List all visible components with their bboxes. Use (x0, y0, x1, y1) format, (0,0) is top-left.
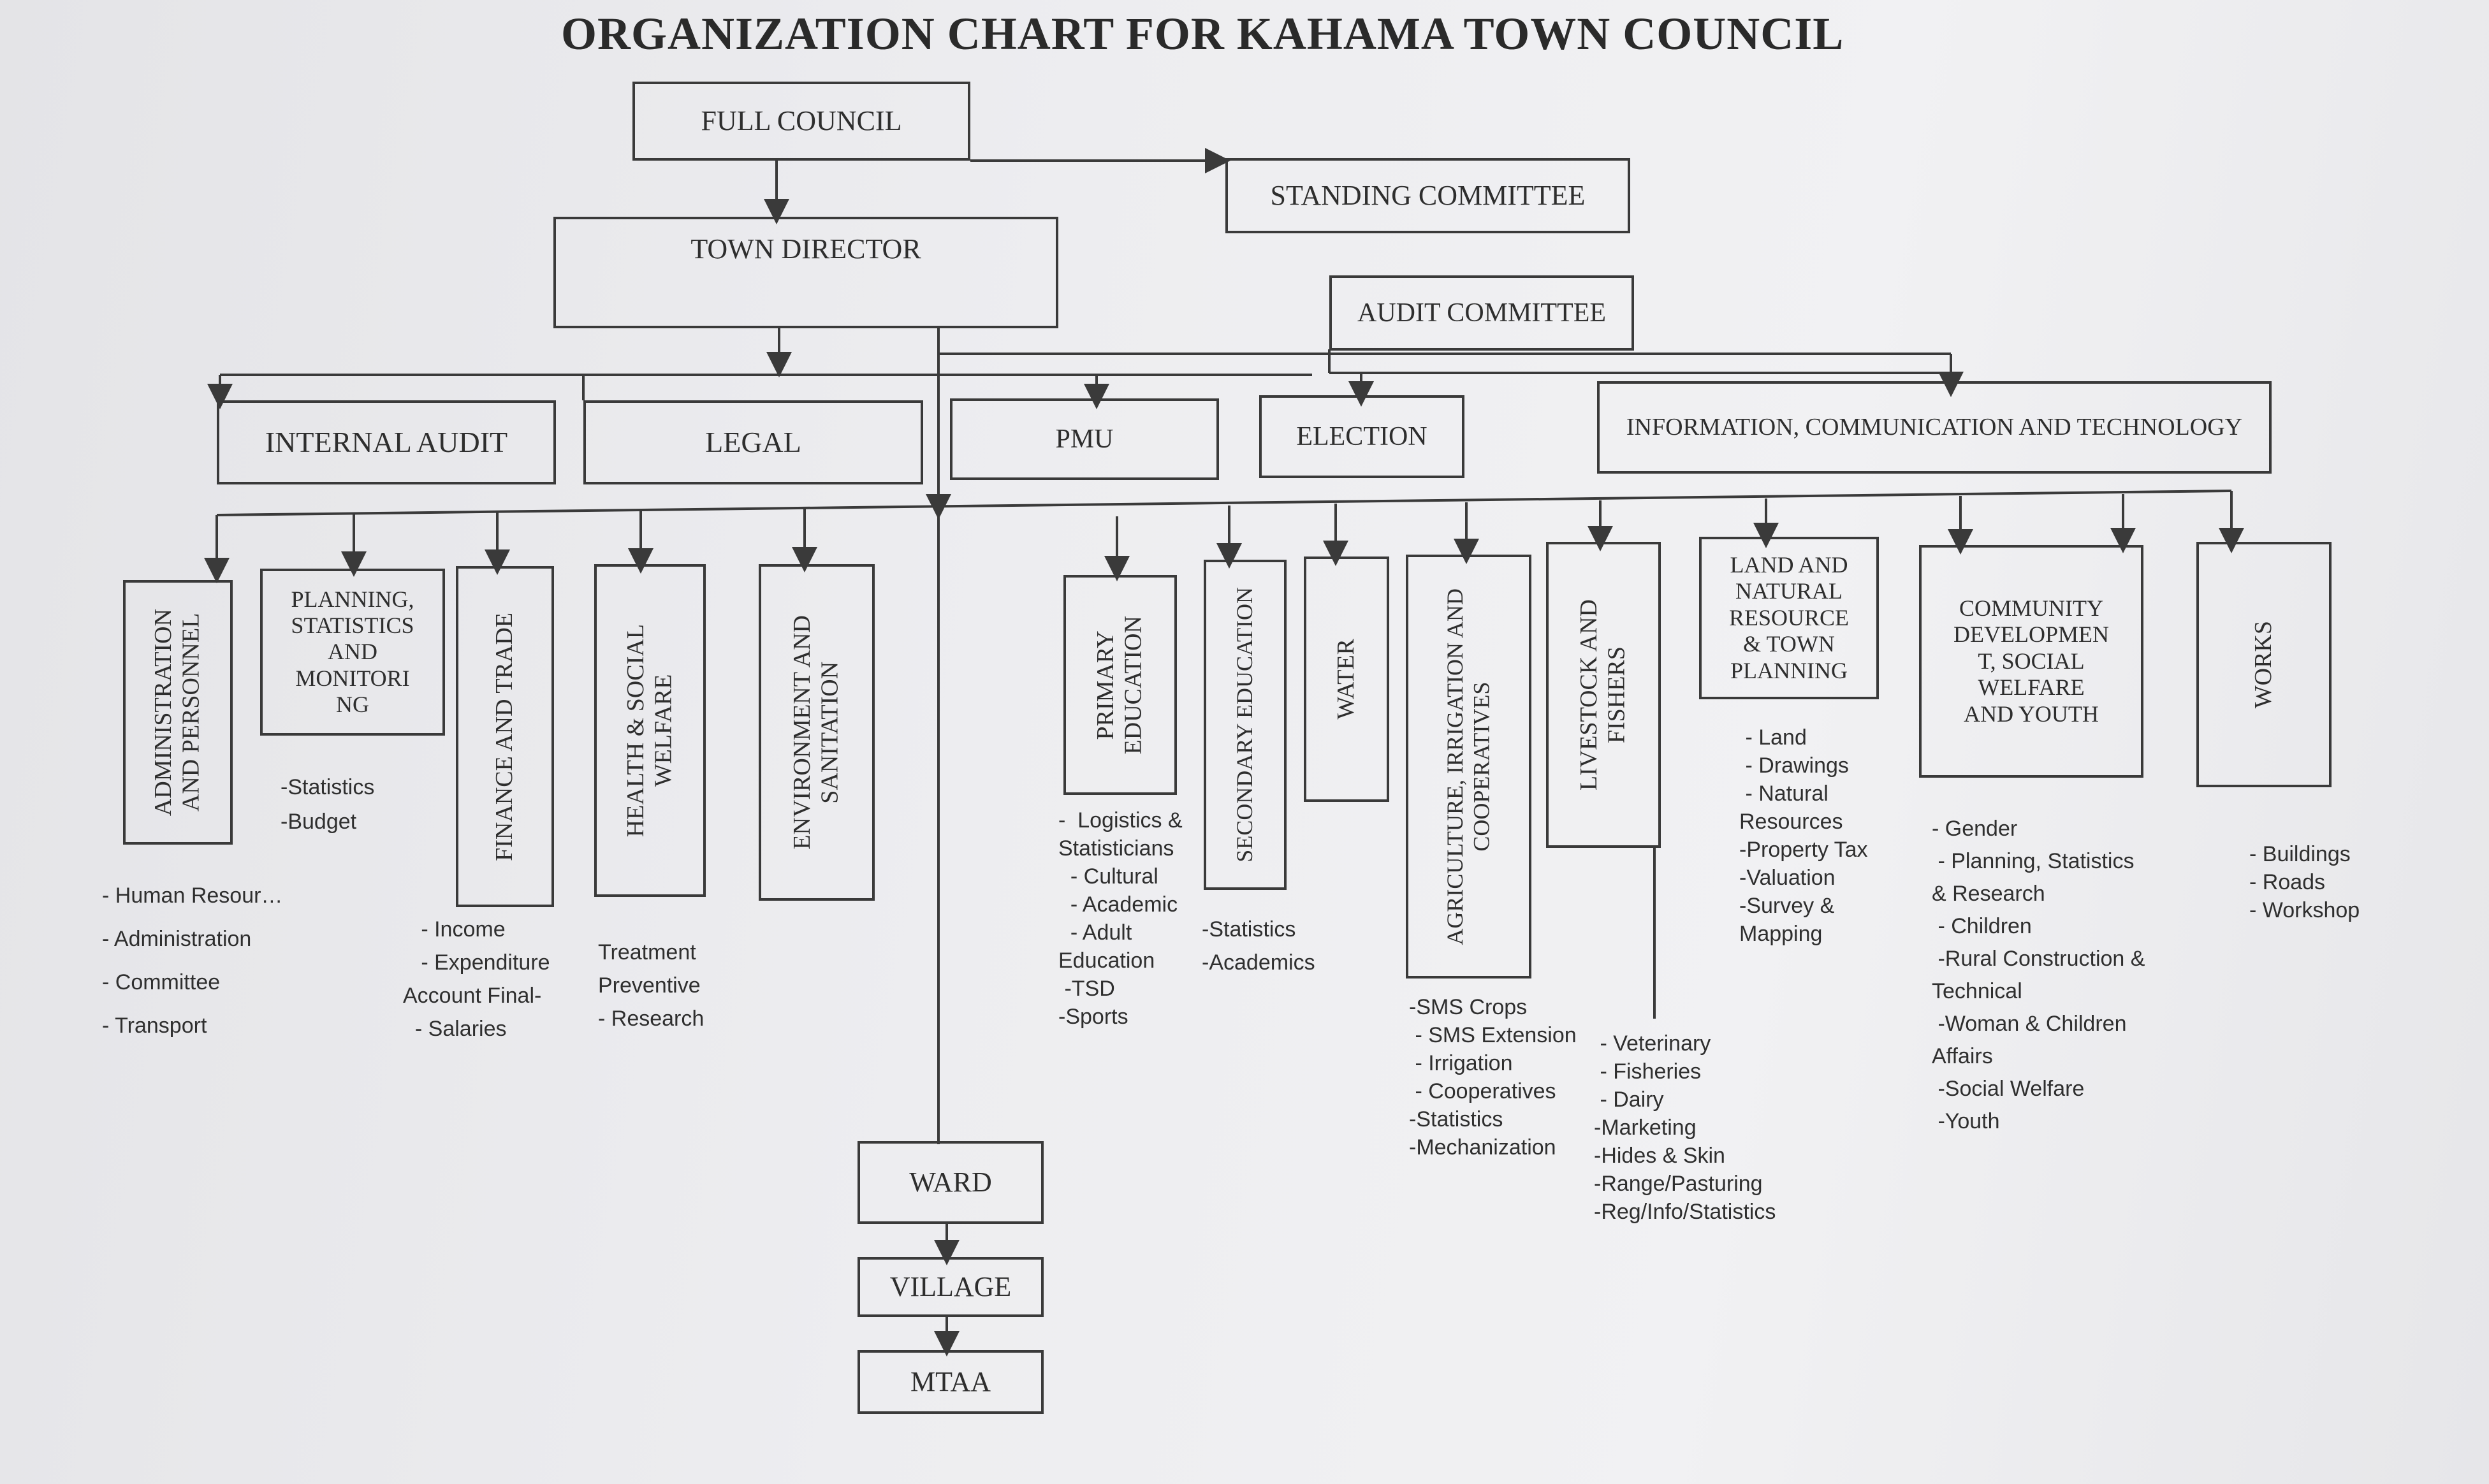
dept-livestock-box: LIVESTOCK AND FISHERS (1546, 542, 1661, 848)
full-council-label: FULL COUNCIL (701, 105, 902, 136)
standing-committee-label: STANDING COMMITTEE (1270, 179, 1586, 211)
audit-committee-label: AUDIT COMMITTEE (1357, 298, 1607, 328)
ict-box: INFORMATION, COMMUNICATION AND TECHNOLOG… (1597, 381, 2272, 474)
legal-box: LEGAL (583, 400, 923, 484)
sections-works: - Buildings - Roads - Workshop (2249, 842, 2360, 922)
dept-planning-box: PLANNING, STATISTICS AND MONITORI NG (260, 569, 445, 736)
sections-secondary-education: -Statistics -Academics (1202, 917, 1315, 975)
dept-agriculture-label: AGRICULTURE, IRRIGATION AND COOPERATIVES (1442, 588, 1494, 945)
internal-audit-box: INTERNAL AUDIT (217, 400, 556, 484)
dept-environment-label: ENVIRONMENT AND SANITATION (789, 615, 843, 850)
town-director-box: TOWN DIRECTOR (553, 217, 1058, 328)
internal-audit-label: INTERNAL AUDIT (265, 425, 508, 458)
ward-box: WARD (858, 1141, 1044, 1224)
dept-environment-box: ENVIRONMENT AND SANITATION (759, 564, 875, 901)
town-director-label: TOWN DIRECTOR (690, 233, 921, 265)
dept-water-label: WATER (1332, 639, 1360, 720)
election-label: ELECTION (1296, 421, 1427, 451)
pmu-box: PMU (950, 398, 1219, 480)
chart-title: ORGANIZATION CHART FOR KAHAMA TOWN COUNC… (561, 8, 1844, 59)
mtaa-box: MTAA (858, 1350, 1044, 1414)
dept-secondary-education-label: SECONDARY EDUCATION (1232, 587, 1258, 862)
dept-works-label: WORKS (2250, 620, 2277, 709)
dept-agriculture-box: AGRICULTURE, IRRIGATION AND COOPERATIVES (1406, 555, 1531, 978)
dept-community-label: COMMUNITY DEVELOPMEN T, SOCIAL WELFARE A… (1953, 595, 2109, 727)
dept-land-box: LAND AND NATURAL RESOURCE & TOWN PLANNIN… (1699, 537, 1879, 699)
sections-planning: -Statistics -Budget (281, 775, 375, 834)
dept-health-label: HEALTH & SOCIAL WELFARE (622, 623, 677, 838)
sections-admin: - Human Resour… - Administration - Commi… (102, 884, 283, 1038)
ict-label: INFORMATION, COMMUNICATION AND TECHNOLOG… (1626, 413, 2243, 440)
dept-water-box: WATER (1304, 556, 1389, 802)
dept-planning-label: PLANNING, STATISTICS AND MONITORI NG (291, 586, 414, 718)
village-label: VILLAGE (889, 1270, 1012, 1302)
audit-committee-box: AUDIT COMMITTEE (1329, 275, 1634, 351)
dept-finance-box: FINANCE AND TRADE (456, 566, 554, 907)
election-box: ELECTION (1259, 395, 1464, 478)
dept-primary-education-label: PRIMARY EDUCATION (1092, 615, 1147, 755)
sections-health: Treatment Preventive - Research (598, 940, 704, 1031)
legal-label: LEGAL (705, 425, 801, 458)
sections-livestock: - Veterinary - Fisheries - Dairy -Market… (1594, 1031, 1776, 1224)
ward-label: WARD (909, 1166, 992, 1198)
dept-finance-label: FINANCE AND TRADE (491, 612, 518, 861)
sections-finance: - Income - Expenditure Account Final- - … (403, 917, 550, 1041)
standing-committee-box: STANDING COMMITTEE (1225, 158, 1630, 233)
mtaa-label: MTAA (910, 1365, 991, 1397)
dept-land-label: LAND AND NATURAL RESOURCE & TOWN PLANNIN… (1728, 552, 1850, 683)
dept-community-box: COMMUNITY DEVELOPMEN T, SOCIAL WELFARE A… (1919, 545, 2143, 778)
dept-primary-education-box: PRIMARY EDUCATION (1063, 575, 1177, 795)
dept-livestock-label: LIVESTOCK AND FISHERS (1575, 599, 1630, 791)
sections-community: - Gender - Planning, Statistics & Resear… (1932, 817, 2145, 1133)
sections-primary-education: - Logistics & Statisticians - Cultural -… (1058, 808, 1183, 1029)
sections-land: - Land - Drawings - Natural Resources -P… (1739, 725, 1868, 946)
dept-admin-box: ADMINISTRATION AND PERSONNEL (123, 580, 233, 845)
dept-health-box: HEALTH & SOCIAL WELFARE (594, 564, 706, 897)
dept-works-box: WORKS (2196, 542, 2332, 787)
pmu-label: PMU (1055, 424, 1114, 454)
full-council-box: FULL COUNCIL (632, 82, 970, 161)
dept-admin-label: ADMINISTRATION AND PERSONNEL (150, 608, 205, 817)
sections-agriculture: -SMS Crops - SMS Extension - Irrigation … (1409, 995, 1577, 1160)
dept-secondary-education-box: SECONDARY EDUCATION (1204, 560, 1287, 890)
village-box: VILLAGE (858, 1257, 1044, 1317)
